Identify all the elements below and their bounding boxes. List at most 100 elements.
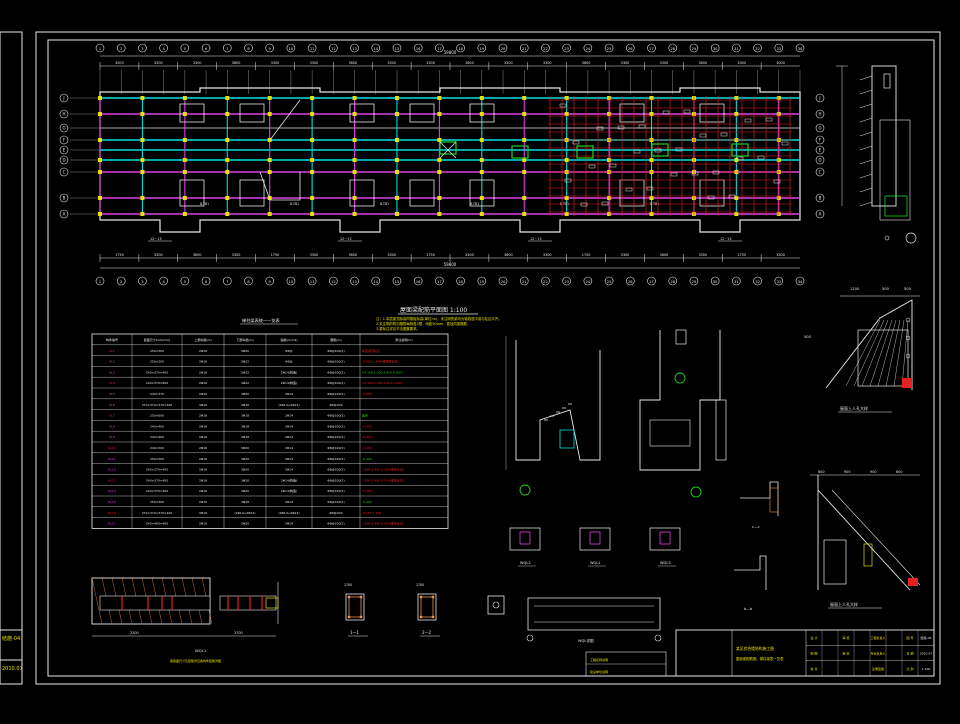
axis-label-top: 5 (184, 47, 186, 51)
row-bubble-right (815, 145, 825, 155)
parapet-section (871, 65, 897, 207)
table-cell: 240×400 (150, 435, 164, 439)
axis-label-bottom: 9 (269, 280, 272, 284)
section-bb-label: b—b (744, 607, 753, 611)
table-cell: 2Φ18 (199, 414, 207, 418)
table-cell: 3Φ20 (241, 457, 249, 461)
column (310, 212, 315, 216)
column (225, 112, 230, 116)
title-cell: 校 对 (811, 666, 818, 671)
table-cell: Φ8@100(2) (327, 381, 344, 385)
axis-bubble-bottom (626, 276, 635, 286)
title-cell: 日 期 (907, 651, 914, 656)
table-cell: 240×370×400 (146, 489, 168, 493)
axis-label-bottom: 29 (692, 280, 697, 284)
title-cell: 结施-05 (921, 635, 932, 640)
top-dim-text: 3300 (193, 61, 202, 65)
column (352, 112, 357, 116)
table-cell: Φ8@100(2) (327, 414, 344, 418)
table-cell: Φ8@200 (330, 403, 343, 407)
table-cell: 3Φ20 (241, 446, 249, 450)
axis-label-top: 21 (522, 47, 527, 51)
beam-elev-ext (219, 595, 277, 611)
axis-label-top: 2 (120, 47, 122, 51)
column (607, 96, 612, 100)
axis-label-bottom: 11 (310, 280, 315, 284)
table-cell: -0.450 (362, 435, 372, 439)
roof-opening-lower (239, 179, 265, 207)
table-cell: KL1 (109, 349, 115, 353)
hatch2-dim-text: 900 (844, 470, 850, 474)
axis-label-top: 31 (734, 47, 739, 51)
column (140, 112, 145, 116)
parapet-leader (859, 89, 873, 95)
table-cell: 2Φ14 (285, 392, 293, 396)
bottom-dim-text: 3300 (621, 253, 630, 257)
hatch-node (905, 317, 911, 323)
table-cell: (-0.150,1.200,2.600,4.200) (362, 370, 403, 374)
rebar-tag (675, 147, 683, 152)
row-bubble-right (815, 123, 825, 133)
row-bubble-right (815, 167, 825, 177)
column (564, 158, 569, 162)
axis-label-top: 30 (713, 47, 718, 51)
stair-section-a (515, 340, 601, 461)
axis-bubble-bottom (710, 276, 720, 286)
bottom-note: 12~13 (720, 237, 731, 241)
table-cell: 3Φ22 (241, 370, 249, 374)
wql-shape (509, 527, 541, 551)
rebar-tag (572, 140, 580, 145)
hatch2-dim-text: 600 (896, 470, 902, 474)
beam-elev-note: 梁截面尺寸及配筋详见各构件配筋详图 (170, 658, 221, 663)
table-cell: 2Φ16 (199, 478, 207, 482)
table-cell: Φ8@100(2) (327, 392, 344, 396)
axis-bubble-bottom (774, 276, 784, 286)
axis-label-bottom: 32 (755, 280, 760, 284)
title-block: 某区综合楼结构施工图屋面梁配筋图、梯柱梁表一览表设 计审 核工程负责人图 号结施… (585, 629, 935, 677)
parapet-wall (879, 119, 911, 221)
rc-section-stirrup (348, 596, 362, 618)
rc-bar (359, 615, 363, 619)
axis-bubble-bottom (753, 276, 762, 286)
column (479, 138, 484, 142)
column (437, 212, 442, 216)
top-dim-text: 3300 (387, 61, 396, 65)
column (394, 212, 399, 216)
row-bubble-left (59, 209, 69, 219)
top-dim-text: 3300 (271, 61, 280, 65)
column (182, 212, 187, 216)
left-frame-block: 结施-04 2010.07 (0, 629, 23, 672)
rc-section-label: 1—1 (350, 630, 360, 635)
axis-bubble-bottom (498, 276, 508, 286)
column (310, 138, 315, 142)
axis-bubble-top (201, 43, 211, 53)
rebar-tag (720, 132, 728, 137)
hatch2-caption: 屋面上人孔大样 (830, 601, 858, 607)
table-cell: 2.800,5.400,8.000(梯柱标高) (362, 467, 404, 472)
row-label-left: G (62, 126, 65, 131)
table-cell: 3Φ20 (241, 349, 249, 353)
axis-label-top: 28 (670, 47, 675, 51)
top-dim-text: 3300 (426, 61, 435, 65)
red-rebar-zone (548, 96, 792, 216)
axis-label-bottom: 14 (373, 280, 378, 284)
title-block-frame (675, 629, 935, 677)
axis-bubble-bottom (413, 276, 423, 286)
axis-label-bottom: 6 (205, 280, 208, 284)
row-label-left: J (62, 96, 64, 101)
roof-opening (179, 103, 205, 123)
axis-label-bottom: 18 (458, 280, 463, 284)
axis-bubble-top (583, 43, 593, 53)
table-header-cell: 构件编号 (106, 337, 118, 342)
axis-label-top: 16 (416, 47, 421, 51)
axis-label-top: 13 (352, 47, 357, 51)
axis-bubble-top (286, 43, 296, 53)
row-bubble-right (815, 209, 825, 219)
axis-label-bottom: 7 (226, 280, 228, 284)
table-cell: Φ8@100(2) (327, 435, 344, 439)
beam-schedule-table: 梯柱梁表统一一览表构件编号截面尺寸b×h(mm)上部纵筋(m)下部纵筋(m)箍筋… (91, 317, 449, 529)
hatch-stripe (893, 319, 905, 387)
wql-label: WQL1 (590, 561, 601, 565)
row-label-left: C (63, 170, 66, 175)
beam-elev-dim-text-1: 2200 (130, 631, 139, 635)
